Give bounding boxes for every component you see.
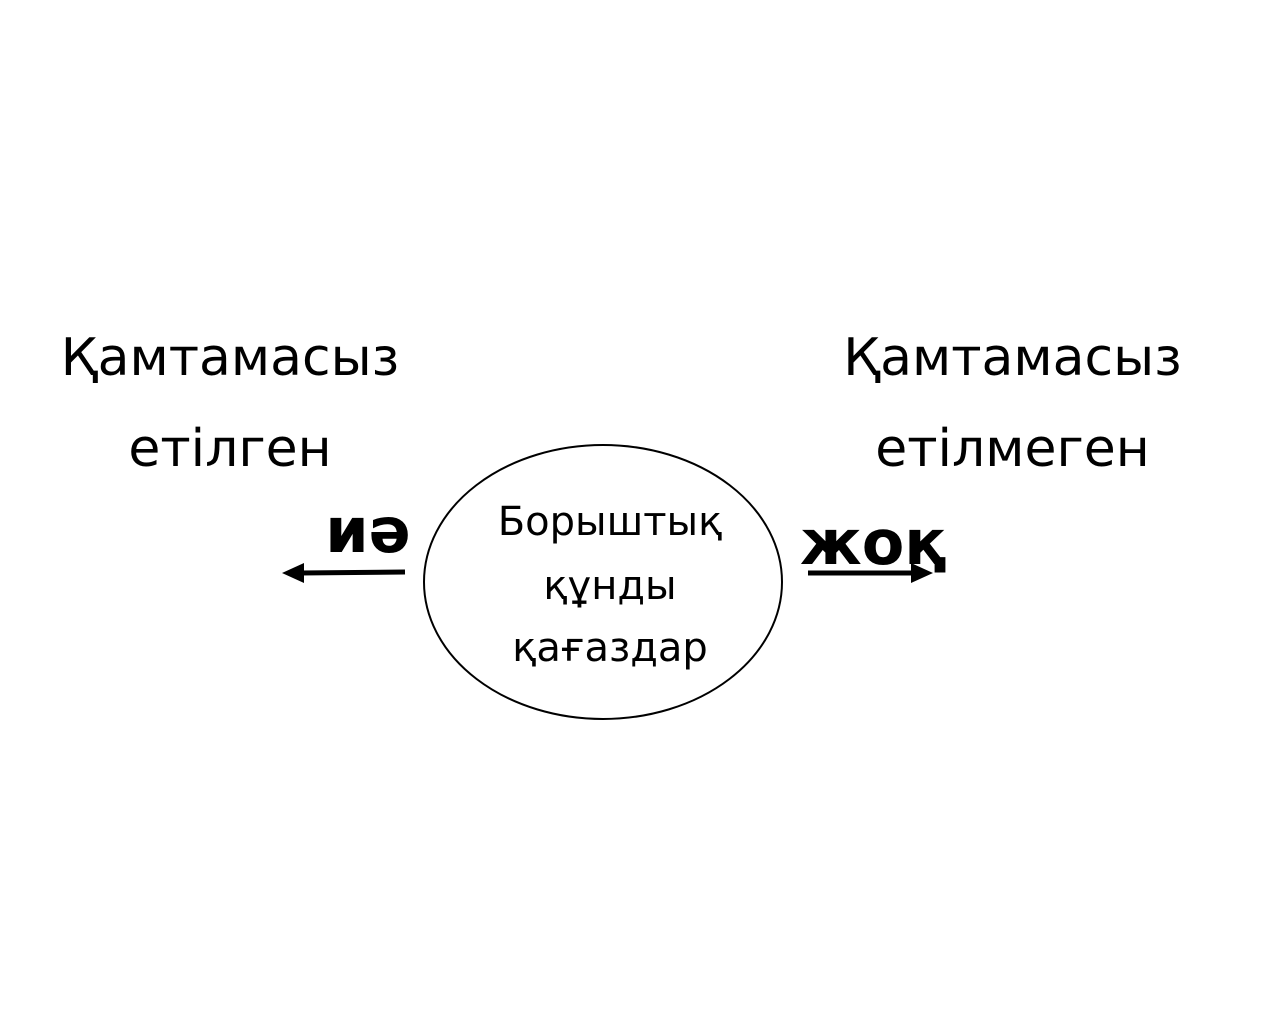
right-outcome-line-1: Қамтамасыз: [843, 328, 1182, 388]
center-label-line-2: құнды: [543, 563, 677, 609]
right-outcome-line-2: етілмеген: [875, 419, 1150, 479]
center-label-line-1: Борыштық: [497, 499, 723, 545]
right-arrow: [808, 563, 933, 583]
yes-label: иә: [325, 494, 411, 567]
center-label-line-3: қағаздар: [512, 625, 708, 671]
left-outcome-line-1: Қамтамасыз: [60, 328, 400, 388]
left-arrow: [282, 563, 406, 583]
center-ellipse: [423, 444, 783, 720]
left-outcome-line-2: етілген: [128, 419, 332, 479]
no-label: жоқ: [800, 506, 947, 579]
